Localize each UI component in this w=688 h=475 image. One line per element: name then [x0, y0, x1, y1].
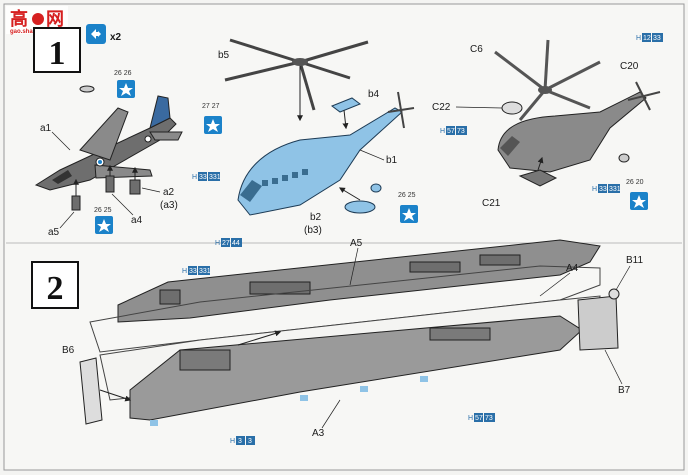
decal-star-icon [400, 205, 418, 223]
decal-star-icon [204, 116, 222, 134]
part-label-b11: B11 [626, 255, 643, 266]
part-label-b5: b5 [218, 50, 230, 61]
svg-text:27: 27 [222, 240, 230, 247]
svg-text:57: 57 [475, 415, 483, 422]
deck-part-a5 [117, 239, 601, 323]
part-b7 [577, 288, 620, 351]
paint-code-p4: 26 25 [398, 192, 416, 199]
step-2-badge: 2 [31, 261, 79, 309]
blue-helicopter [224, 38, 415, 216]
color-ref-h33: H 33 331 [192, 172, 221, 181]
part-label-b2: b2 [310, 212, 322, 223]
part-label-a4-hull: A4 [566, 263, 579, 274]
part-label-a2: a2 [163, 187, 175, 198]
paint-code-p3: 26 25 [94, 207, 112, 214]
decal-star-icon [630, 192, 648, 210]
svg-text:73: 73 [485, 415, 493, 422]
part-b6 [79, 357, 132, 425]
watermark-sub: 网 [46, 9, 64, 29]
svg-text:331: 331 [609, 186, 621, 193]
color-ref-h57b: H 57 73 [468, 413, 495, 422]
part-label-b4: b4 [368, 89, 380, 100]
svg-text:3: 3 [238, 438, 242, 445]
svg-text:44: 44 [232, 240, 240, 247]
svg-text:H: H [182, 268, 187, 275]
part-label-a3: (a3) [160, 200, 178, 211]
part-label-a4: a4 [131, 215, 143, 226]
decal-star-icon [95, 216, 113, 234]
svg-text:331: 331 [209, 174, 221, 181]
svg-text:3: 3 [248, 438, 252, 445]
svg-text:33: 33 [599, 186, 607, 193]
svg-text:H: H [192, 174, 197, 181]
svg-text:33: 33 [199, 174, 207, 181]
svg-text:57: 57 [447, 128, 455, 135]
paint-code-p1: 26 26 [114, 70, 132, 77]
part-label-a5-deck: A5 [350, 238, 363, 249]
part-label-c21: C21 [482, 198, 501, 209]
watermark-url: gao.shan.com [10, 29, 50, 35]
color-ref-h57: H 57 73 [440, 126, 467, 135]
paint-code-p2: 27 27 [202, 103, 220, 110]
part-label-b3: (b3) [304, 225, 322, 236]
color-ref-h3: H 3 3 [230, 436, 255, 445]
harrier-jet [34, 95, 183, 211]
paint-code-p6: 26 20 [626, 179, 644, 186]
page-frame [3, 3, 685, 471]
svg-text:H: H [636, 35, 641, 42]
part-label-c22: C22 [432, 102, 451, 113]
hull-part-a3 [129, 315, 583, 426]
svg-text:H: H [468, 415, 473, 422]
svg-text:12: 12 [643, 35, 651, 42]
svg-text:331: 331 [199, 268, 211, 275]
decal-paper-icon [79, 85, 95, 93]
flip-arrows-icon [86, 24, 106, 44]
grey-helicopter [494, 39, 661, 187]
part-label-b1: b1 [386, 155, 398, 166]
svg-text:73: 73 [457, 128, 465, 135]
svg-text:H: H [215, 240, 220, 247]
svg-text:H: H [230, 438, 235, 445]
color-ref-h33b: H 33 331 [592, 184, 621, 193]
svg-text:33: 33 [189, 268, 197, 275]
part-label-a1: a1 [40, 123, 52, 134]
svg-text:H: H [592, 186, 597, 193]
step-1-badge: 1 [33, 27, 81, 73]
color-ref-h12: H 12 33 [636, 33, 663, 42]
decal-star-icon [117, 80, 135, 98]
svg-text:H: H [440, 128, 445, 135]
part-label-b6: B6 [62, 345, 75, 356]
color-ref-h27: H 27 44 [215, 238, 242, 247]
color-ref-h33c: H 33 331 [182, 266, 211, 275]
part-label-a3-hull: A3 [312, 428, 325, 439]
assembly-arrow-icon [237, 330, 282, 346]
part-label-a5: a5 [48, 227, 60, 238]
svg-text:33: 33 [653, 35, 661, 42]
part-label-b7: B7 [618, 385, 631, 396]
step-2-number: 2 [47, 270, 64, 307]
step-1-number: 1 [49, 35, 66, 72]
part-label-c20: C20 [620, 61, 639, 72]
repeat-count: x2 [110, 32, 122, 43]
part-label-c6: C6 [470, 44, 483, 55]
watermark-main: 高 [10, 8, 28, 29]
